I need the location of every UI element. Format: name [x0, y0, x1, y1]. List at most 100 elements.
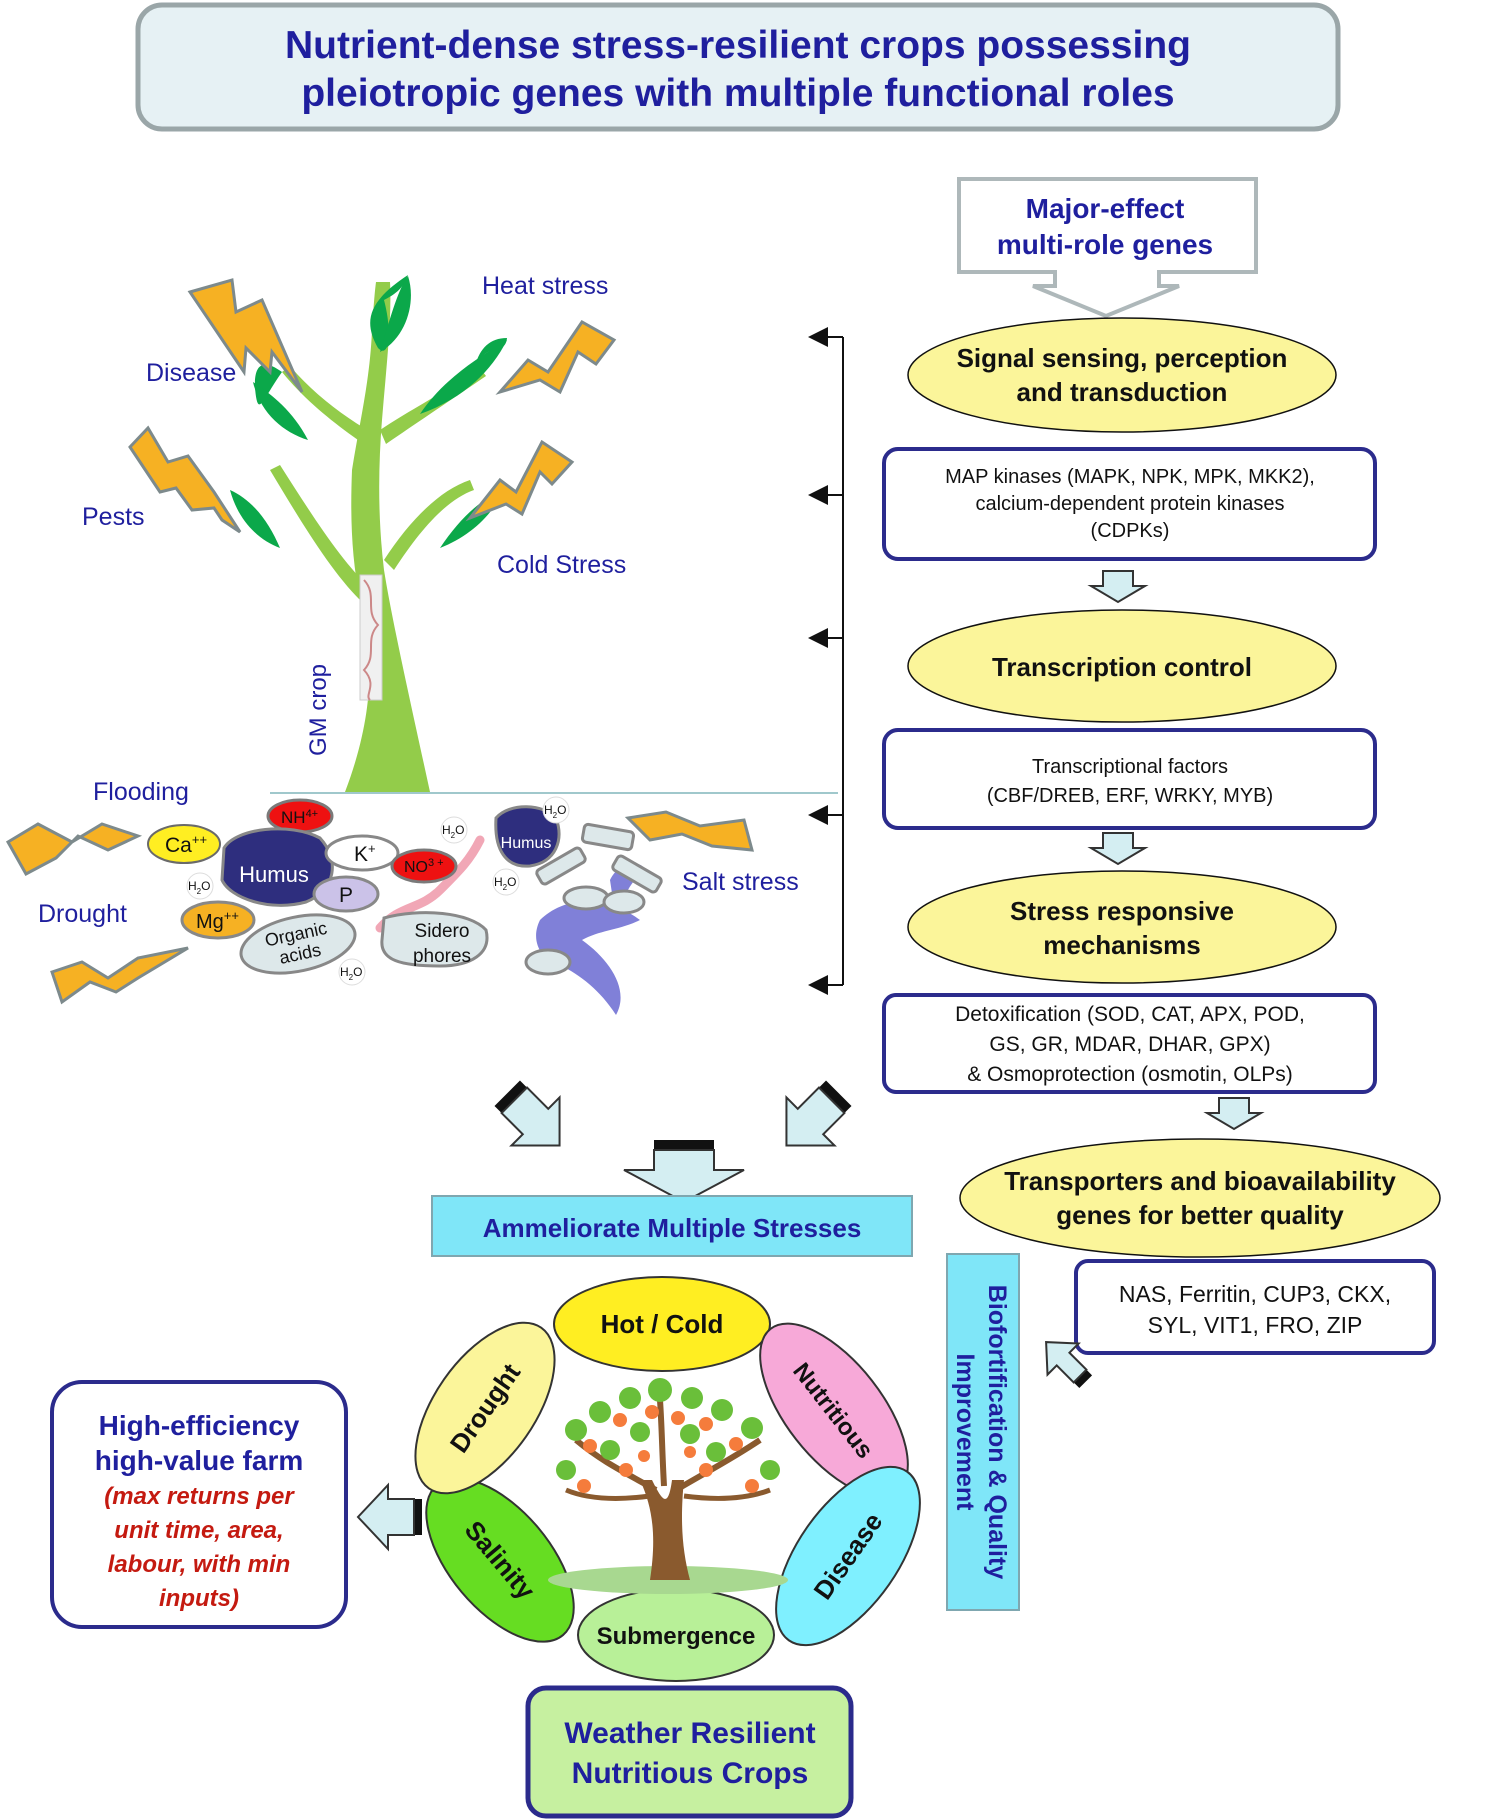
- farm-line-2: high-value farm: [95, 1445, 303, 1476]
- tfactors-line-1: Transcriptional factors: [1032, 756, 1228, 778]
- kinases-line-3: (CDPKs): [1091, 520, 1170, 542]
- transcription-node: [907, 609, 1337, 723]
- detox-line-2: GS, GR, MDAR, DHAR, GPX): [989, 1033, 1270, 1056]
- tree-branch-4: [565, 1487, 651, 1501]
- tfactors-line-2: (CBF/DREB, ERF, WRKY, MYB): [987, 785, 1273, 807]
- h2o-bubble-3: [186, 872, 214, 900]
- soil-particle-1: [580, 822, 636, 852]
- soil-particle-3: [611, 854, 663, 894]
- kinases-line-2: calcium-dependent protein kinases: [975, 493, 1284, 515]
- detox-box: [882, 993, 1377, 1094]
- h2o-bubble-2: [542, 796, 570, 824]
- petal-disease: [775, 1465, 921, 1647]
- h2o-bubble-5: [338, 958, 366, 986]
- flow-arrow-2: [1087, 832, 1149, 866]
- flooding-label: Flooding: [93, 778, 189, 806]
- water-molecules: H2O H2O H2O H2O H2O: [186, 796, 570, 986]
- bolt-drought-icon: [50, 946, 189, 1005]
- ca-label: Ca++: [165, 832, 207, 857]
- no3-label: NO3 +: [404, 857, 444, 876]
- mg-ion: [180, 900, 256, 940]
- farm-note-2: unit time, area,: [114, 1517, 283, 1544]
- fruit-tree-icon: [548, 1378, 788, 1594]
- arrow-from-plant: [494, 1080, 561, 1147]
- converging-arrows: [494, 1080, 852, 1204]
- title-line-1: Nutrient-dense stress-resilient crops po…: [285, 24, 1191, 67]
- major-effect-line-2: multi-role genes: [997, 229, 1213, 260]
- h2o-bubble-1: [440, 816, 468, 844]
- siderophores-line-2: phores: [413, 946, 471, 967]
- arrow-to-farm: [356, 1482, 422, 1552]
- flow-arrow-1: [1087, 570, 1149, 604]
- arrow-from-pathway: [785, 1080, 852, 1147]
- stress-mech-line-1: Stress responsive: [1010, 896, 1234, 926]
- bolt-salt-icon: [624, 810, 755, 852]
- ca-ion: [147, 824, 221, 864]
- title-line-2: pleiotropic genes with multiple function…: [301, 72, 1174, 115]
- ameliorate-box: [431, 1195, 913, 1257]
- lightning-bolts: [5, 278, 755, 1005]
- soil-particle-5: [602, 889, 646, 915]
- disease-label: Disease: [146, 359, 236, 387]
- petal-hot-cold: [553, 1276, 771, 1372]
- farm-note-3: labour, with min: [108, 1551, 291, 1578]
- h2o-label-1: H2O: [442, 823, 464, 840]
- branch-left-high: [282, 366, 364, 440]
- p-label: P: [339, 884, 353, 907]
- genes-line-1: NAS, Ferritin, CUP3, CKX,: [1119, 1281, 1391, 1307]
- biofort-line-1: Biofortification & Quality: [983, 1285, 1011, 1580]
- pests-label: Pests: [82, 503, 145, 531]
- tree-trunk: [640, 1480, 690, 1580]
- farm-note-1: (max returns per: [104, 1483, 295, 1510]
- genes-to-biofort-arrow: [1045, 1341, 1093, 1389]
- arrow-center: [623, 1140, 745, 1204]
- no3-ion: [390, 848, 458, 884]
- soil-illustration: Ca++ NH4+ Humus K+ NO3 + P Mg++ Organic …: [147, 796, 663, 1015]
- farm-box: [50, 1380, 348, 1629]
- genes-line-2: SYL, VIT1, FRO, ZIP: [1148, 1312, 1363, 1338]
- humus-blob-2: [494, 805, 561, 868]
- k-label: K+: [354, 841, 376, 866]
- biofort-box: [946, 1253, 1020, 1611]
- humus-blob: [220, 827, 334, 907]
- branch-right-low: [384, 480, 474, 570]
- branch-left-low: [270, 465, 372, 600]
- weather-resilient-line-2: Nutritious Crops: [572, 1757, 809, 1790]
- flow-arrow-3: [1203, 1097, 1265, 1131]
- gene-pathway: Major-effect multi-role genes Signal sen…: [808, 177, 1441, 1611]
- transcription-label: Transcription control: [992, 652, 1252, 682]
- k-ion: [324, 834, 400, 872]
- bolt-pests-icon: [128, 425, 242, 534]
- transporters-line-2: genes for better quality: [1056, 1200, 1344, 1230]
- bolt-flooding-icon: [5, 822, 143, 877]
- root-icon: [536, 901, 640, 1015]
- tree-branch-5: [683, 1487, 771, 1501]
- gm-crop-label: GM crop: [305, 664, 332, 756]
- major-effect-arrow: [957, 177, 1258, 319]
- salt-stress-label: Salt stress: [682, 868, 799, 896]
- kinases-line-1: MAP kinases (MAPK, NPK, MPK, MKK2),: [945, 466, 1315, 488]
- organic-acids-blob: [239, 913, 357, 975]
- cold-stress-label: Cold Stress: [497, 551, 626, 579]
- soil-particle-4: [562, 885, 610, 911]
- ameliorate-label: Ammeliorate Multiple Stresses: [483, 1213, 862, 1243]
- soil-particle-6: [524, 948, 572, 976]
- detox-line-1: Detoxification (SOD, CAT, APX, POD,: [955, 1003, 1305, 1026]
- tree-branch-2: [674, 1437, 762, 1493]
- stress-mech-node: [907, 870, 1337, 984]
- title-box: [135, 2, 1341, 132]
- major-effect-line-1: Major-effect: [1026, 193, 1185, 224]
- humus-label-2: Humus: [501, 835, 552, 852]
- petal-submergence-label: Submergence: [597, 1623, 756, 1650]
- leaf-left-high-2: [253, 382, 308, 440]
- humus-label: Humus: [239, 862, 309, 887]
- signal-sensing-node: [907, 317, 1337, 433]
- leaf-top: [370, 275, 408, 351]
- leaf-left-low: [230, 490, 280, 548]
- tfactors-box: [882, 728, 1377, 830]
- farm-line-1: High-efficiency: [99, 1410, 300, 1441]
- tree-branch-3: [657, 1399, 667, 1487]
- farm-note-4: inputs): [159, 1585, 239, 1612]
- biofort-line-2: Improvement: [951, 1354, 979, 1512]
- detox-line-3: & Osmoprotection (osmotin, OLPs): [967, 1063, 1293, 1086]
